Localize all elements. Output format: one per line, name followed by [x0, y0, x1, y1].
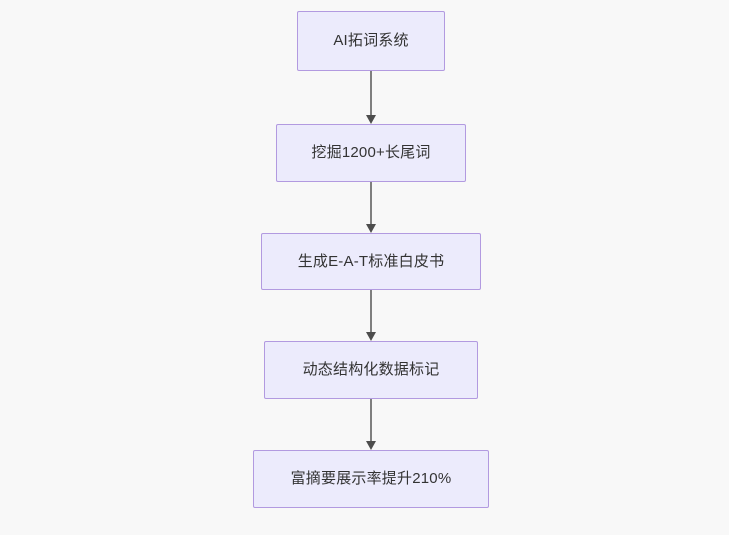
arrowhead-icon [366, 332, 376, 341]
node-label: AI拓词系统 [333, 32, 409, 49]
flowchart-node-dynamic-structured-data-markup[interactable]: 动态结构化数据标记 [264, 341, 478, 399]
arrowhead-icon [366, 115, 376, 124]
arrowhead-icon [366, 441, 376, 450]
connector-node2-node3 [361, 182, 381, 233]
connector-line [370, 182, 372, 224]
flowchart-node-rich-snippet-rate-increase[interactable]: 富摘要展示率提升210% [253, 450, 489, 508]
connector-node1-node2 [361, 71, 381, 124]
connector-line [370, 71, 372, 115]
flowchart-node-generate-eat-whitepaper[interactable]: 生成E-A-T标准白皮书 [261, 233, 481, 290]
connector-line [370, 290, 372, 332]
node-label: 动态结构化数据标记 [302, 361, 440, 378]
node-label: 生成E-A-T标准白皮书 [297, 252, 445, 270]
connector-line [370, 399, 372, 441]
connector-node3-node4 [361, 290, 381, 341]
node-label: 挖掘1200+长尾词 [311, 144, 431, 161]
arrowhead-icon [366, 224, 376, 233]
node-label: 富摘要展示率提升210% [290, 470, 452, 487]
flowchart-node-mine-longtail-keywords[interactable]: 挖掘1200+长尾词 [276, 124, 466, 182]
flowchart-node-ai-keyword-system[interactable]: AI拓词系统 [297, 11, 445, 71]
connector-node4-node5 [361, 399, 381, 450]
